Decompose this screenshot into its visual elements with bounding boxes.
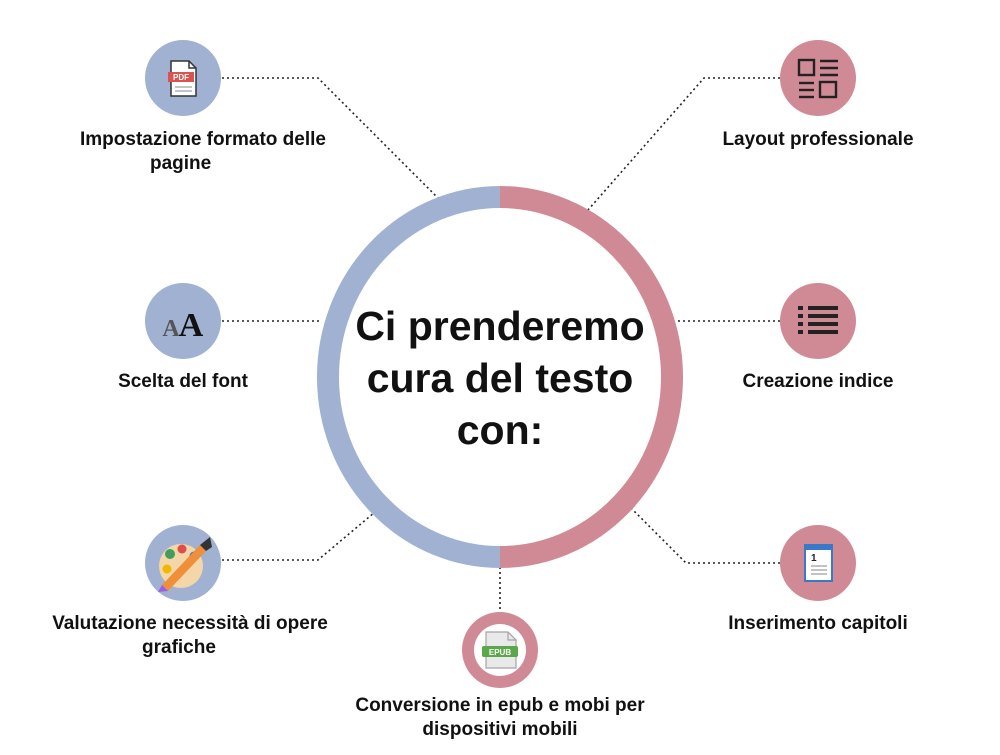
epub-icon-text: EPUB bbox=[489, 648, 511, 657]
numbered-page-icon: 1 bbox=[804, 544, 833, 582]
pdf-file-icon: PDF bbox=[168, 60, 197, 97]
center-ring-right-arc bbox=[499, 186, 683, 568]
font-icon-small-letter: A bbox=[162, 316, 180, 342]
label-layout-line-1: Layout professionale bbox=[722, 129, 914, 150]
center-title-line-2: cura del testo bbox=[366, 355, 634, 401]
label-epub-line-1: Conversione in epub e mobi per bbox=[355, 695, 645, 716]
label-grafiche-line-2: grafiche bbox=[142, 637, 216, 658]
layout-grid-icon bbox=[797, 58, 838, 99]
pdf-icon-text: PDF bbox=[173, 73, 189, 82]
label-impostazione-line-1: Impostazione formato delle bbox=[80, 129, 326, 150]
connector-capitoli bbox=[629, 506, 780, 564]
center-title: Ci prenderemo cura del testo con: bbox=[330, 300, 670, 456]
label-layout: Layout professionale bbox=[688, 128, 948, 152]
palette-brush-icon bbox=[158, 537, 212, 592]
font-icon-large-letter: A bbox=[179, 307, 204, 344]
label-grafiche-line-1: Valutazione necessità di opere bbox=[52, 613, 328, 634]
connector-layout bbox=[587, 77, 780, 211]
label-font: Scelta del font bbox=[60, 370, 306, 394]
label-font-line-1: Scelta del font bbox=[118, 371, 248, 392]
label-indice: Creazione indice bbox=[698, 370, 938, 394]
node-circle-font bbox=[145, 283, 221, 359]
font-letters-icon: A A bbox=[162, 307, 203, 344]
label-epub-line-2: dispositivi mobili bbox=[422, 719, 578, 740]
center-title-line-1: Ci prenderemo bbox=[355, 303, 645, 349]
connector-grafiche bbox=[222, 511, 376, 561]
center-title-line-3: con: bbox=[456, 407, 544, 453]
label-capitoli-line-1: Inserimento capitoli bbox=[728, 613, 908, 634]
label-grafiche: Valutazione necessità di opere grafiche bbox=[14, 612, 366, 660]
epub-file-icon: EPUB bbox=[474, 624, 526, 676]
label-capitoli: Inserimento capitoli bbox=[690, 612, 946, 636]
label-impostazione: Impostazione formato delle pagine bbox=[20, 128, 386, 176]
list-index-icon bbox=[798, 306, 838, 334]
label-indice-line-1: Creazione indice bbox=[742, 371, 894, 392]
node-circle-indice bbox=[780, 283, 856, 359]
connector-impostazione bbox=[222, 77, 441, 201]
label-impostazione-line-2: pagine bbox=[150, 153, 212, 174]
label-epub: Conversione in epub e mobi per dispositi… bbox=[320, 694, 680, 742]
center-ring-left-arc bbox=[317, 186, 501, 568]
node-circle-layout bbox=[780, 40, 856, 116]
page-number-text: 1 bbox=[811, 553, 817, 564]
